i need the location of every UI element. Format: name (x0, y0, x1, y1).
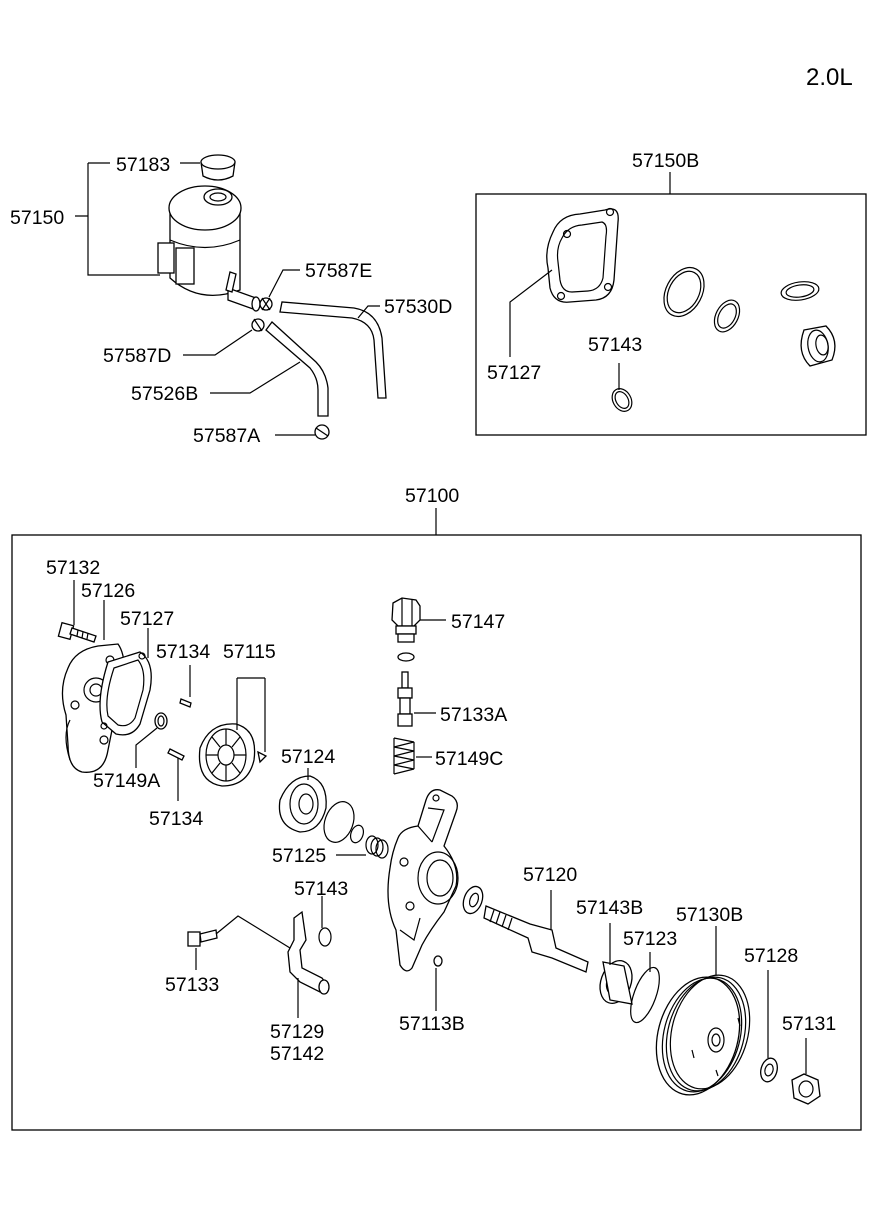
shaft-seal-drawing (462, 885, 484, 915)
kit-flat-ring-drawing (780, 281, 820, 301)
nut-57113B-drawing (433, 955, 443, 967)
cartridge-57115-drawing (198, 723, 268, 787)
label-57131: 57131 (782, 1013, 836, 1035)
pump-assembly-box (11, 534, 862, 1131)
valve-57133A-drawing (397, 671, 413, 727)
pipe-57129-drawing (287, 910, 330, 995)
label-57143: 57143 (294, 878, 348, 900)
label-57587D: 57587D (103, 345, 171, 367)
clamp-57587A-drawing (314, 424, 330, 440)
label-57127-kit: 57127 (487, 362, 541, 384)
pin-57134-top-drawing (179, 698, 192, 708)
washer-57128-drawing (760, 1057, 778, 1083)
label-57132: 57132 (46, 557, 100, 579)
kit-large-oring-drawing (663, 266, 705, 318)
label-57123: 57123 (623, 928, 677, 950)
label-57587E: 57587E (305, 260, 372, 282)
oring-fitting-drawing (397, 652, 415, 662)
label-57149A: 57149A (93, 770, 160, 792)
label-57126: 57126 (81, 580, 135, 602)
label-57143B: 57143B (576, 897, 643, 919)
kit-oil-seal-drawing (800, 325, 836, 367)
nut-57131-drawing (791, 1073, 821, 1105)
reservoir-tank-drawing (157, 185, 261, 312)
label-57587A: 57587A (193, 425, 260, 447)
label-57142: 57142 (270, 1043, 324, 1065)
bushing-57149A-drawing (154, 712, 168, 730)
pulley-57130B-drawing (655, 974, 751, 1096)
label-57150: 57150 (10, 207, 64, 229)
clamp-57587E-drawing (259, 297, 273, 311)
label-57130B: 57130B (676, 904, 743, 926)
label-57124: 57124 (281, 746, 335, 768)
bolt-57133-drawing (187, 929, 218, 947)
kit-gasket-drawing (546, 207, 619, 303)
label-57127: 57127 (120, 608, 174, 630)
plate-57124-drawing (278, 775, 327, 833)
pump-body-drawing (387, 789, 459, 972)
label-57120: 57120 (523, 864, 577, 886)
hose-57526B-drawing (265, 321, 329, 417)
label-57143-kit: 57143 (588, 334, 642, 356)
gasket-57127-drawing (99, 651, 152, 736)
fitting-57147-drawing (391, 597, 421, 643)
oring-large-drawing (323, 801, 355, 843)
gasket-kit-box (475, 193, 867, 436)
pin-57134-bottom-drawing (167, 748, 185, 761)
shaft-57120-drawing (483, 905, 589, 973)
label-57128: 57128 (744, 945, 798, 967)
label-57134-bottom: 57134 (149, 808, 203, 830)
kit-small-oring-drawing (611, 388, 633, 412)
label-57125: 57125 (272, 845, 326, 867)
label-57530D: 57530D (384, 296, 452, 318)
label-57133A: 57133A (440, 704, 507, 726)
oring-medium-drawing (349, 824, 365, 844)
engine-label: 2.0L (806, 64, 853, 91)
oring-57143-drawing (318, 927, 332, 947)
label-57113B: 57113B (399, 1013, 465, 1035)
clamp-57587D-drawing (251, 318, 265, 332)
hose-57530D-drawing (279, 301, 387, 399)
spring-57125-drawing (365, 835, 389, 859)
kit-medium-oring-drawing (713, 299, 741, 333)
label-57115: 57115 (223, 641, 276, 663)
bolt-57132-drawing (57, 621, 97, 643)
spring-57149C-drawing (393, 737, 415, 775)
snap-ring-57123-drawing (630, 966, 660, 1024)
bearing-57143B-drawing (599, 960, 633, 1005)
label-57134-top: 57134 (156, 641, 210, 663)
label-57100: 57100 (405, 485, 459, 507)
label-57129: 57129 (270, 1021, 324, 1043)
label-57183: 57183 (116, 154, 170, 176)
reservoir-cap-drawing (200, 154, 236, 181)
label-57526B: 57526B (131, 383, 198, 405)
label-57133: 57133 (165, 974, 219, 996)
label-57147: 57147 (451, 611, 505, 633)
label-57150B: 57150B (632, 150, 699, 172)
reservoir-group (157, 154, 387, 440)
label-57149C: 57149C (435, 748, 503, 770)
